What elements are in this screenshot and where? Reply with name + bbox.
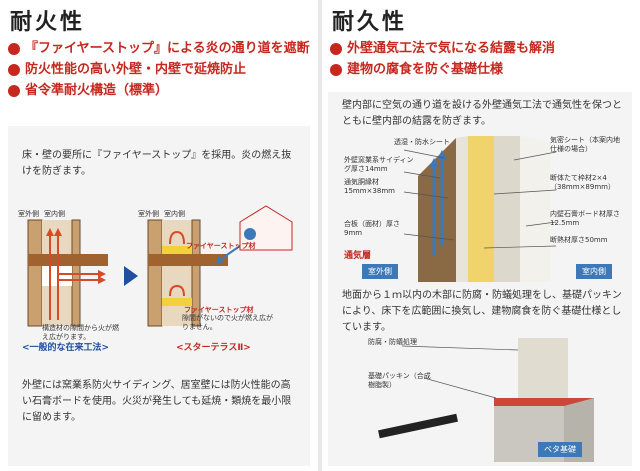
fire-bullet-1-text: 『ファイヤーストップ』による炎の通り道を遮断 [25,41,310,56]
durability-bullet-2-text: 建物の腐食を防ぐ基礎仕様 [347,62,504,77]
durability-bullet-1: 外壁通気工法で気になる結露も解消 [330,40,634,57]
bullet-dot-icon [330,43,342,55]
mat-foundation-tag: ベタ基礎 [538,442,582,457]
label-packing: 基礎パッキン（合成樹脂製） [368,372,431,389]
column-divider [318,0,322,471]
note-conventional: 構造材の隙間から火が燃え広がります。 [42,324,119,341]
label-insulation: 断熱材厚さ50mm [550,236,608,244]
label-moisture-sheet: 透湿・防水シート [394,138,450,146]
durability-column: 耐久性 外壁通気工法で気になる結露も解消 建物の腐食を防ぐ基礎仕様 壁内部に空気… [322,0,640,471]
fire-intro-text: 床・壁の要所に『ファイヤーストップ』を採用。炎の燃え抜けを防ぎます。 [22,150,292,177]
outer-side-label-2: 室外側 [138,210,159,218]
caption-conventional: <一般的な在来工法> [22,343,110,353]
durability-heading: 耐久性 [332,10,408,35]
label-plywood: 合板（面材）厚さ9mm [344,220,400,237]
fire-footer-text: 外壁には窯業系防火サイディング、居室壁には防火性能の高い石膏ボードを使用。火災が… [22,380,292,423]
outer-side-label: 室外側 [18,210,39,218]
fire-bullet-3: 省令準耐火構造（標準） [8,82,312,99]
fire-bullet-3-text: 省令準耐火構造（標準） [25,83,169,98]
fire-stop-label-bottom: ファイヤーストップ材 [184,306,254,314]
inner-side-label-2: 室内側 [164,210,185,218]
note-improved: 隙間がないので火が燃え広がりません。 [182,314,273,331]
ventilated-wall-diagram: 透湿・防水シート 外壁窯業系サイディング厚さ14mm 通気胴縁材15mm×38m… [344,136,620,282]
durability-intro-text: 壁内部に空気の通り道を設ける外壁通気工法で通気性を保つとともに壁内部の結露を防ぎ… [342,100,622,127]
durability-bullet-list: 外壁通気工法で気になる結露も解消 建物の腐食を防ぐ基礎仕様 [330,40,634,82]
caption-star-terrace: <スターテラスⅡ> [176,343,251,353]
fire-bullet-list: 『ファイヤーストップ』による炎の通り道を遮断 防火性能の高い外壁・内壁で延焼防止… [8,40,312,103]
fire-stop-diagram: 室外側 室内側 室外側 室内側 ファイヤーストップ材 ファイヤーストップ材 構造… [14,202,304,352]
bullet-dot-icon [8,43,20,55]
inner-side-tag: 室内側 [576,264,612,279]
label-air-layer: 通気層 [344,251,372,261]
bullet-dot-icon [8,64,20,76]
durability-info-panel: 壁内部に空気の通り道を設ける外壁通気工法で通気性を保つとともに壁内部の結露を防ぎ… [328,92,632,466]
foundation-text: 地面から１ｍ以内の木部に防腐・防蟻処理をし、基礎パッキンにより、床下を広範囲に換… [342,290,622,333]
fire-info-panel: 床・壁の要所に『ファイヤーストップ』を採用。炎の燃え抜けを防ぎます。 [8,126,310,466]
label-airtight-sheet: 気密シート（本案内地仕様の場合） [550,136,620,153]
bullet-dot-icon [330,64,342,76]
foundation-diagram: 防腐・防蟻処理 基礎パッキン（合成樹脂製） ベタ基礎 [368,338,594,462]
bullet-dot-icon [8,85,20,97]
fire-bullet-2-text: 防火性能の高い外壁・内壁で延焼防止 [25,62,247,77]
label-treatment: 防腐・防蟻処理 [368,338,417,346]
durability-bullet-2: 建物の腐食を防ぐ基礎仕様 [330,61,634,78]
fire-resistance-heading: 耐火性 [10,10,86,35]
label-furring: 通気胴縁材15mm×38mm [344,178,395,195]
ventilated-wall-illustration [403,136,557,282]
fire-bullet-2: 防火性能の高い外壁・内壁で延焼防止 [8,61,312,78]
durability-bullet-1-text: 外壁通気工法で気になる結露も解消 [347,41,556,56]
inner-side-label: 室内側 [44,210,65,218]
fire-stop-label-top: ファイヤーストップ材 [186,242,256,250]
fire-bullet-1: 『ファイヤーストップ』による炎の通り道を遮断 [8,40,312,57]
label-stud: 断体たて枠材2×4（38mm×89mm） [550,174,615,191]
outer-side-tag: 室外側 [362,264,398,279]
label-siding: 外壁窯業系サイディング厚さ14mm [344,156,414,173]
fire-stop-illustration [27,205,293,327]
fire-resistance-column: 耐火性 『ファイヤーストップ』による炎の通り道を遮断 防火性能の高い外壁・内壁で… [0,0,318,471]
label-gypsum: 内壁石膏ボード材厚さ12.5mm [550,210,620,227]
